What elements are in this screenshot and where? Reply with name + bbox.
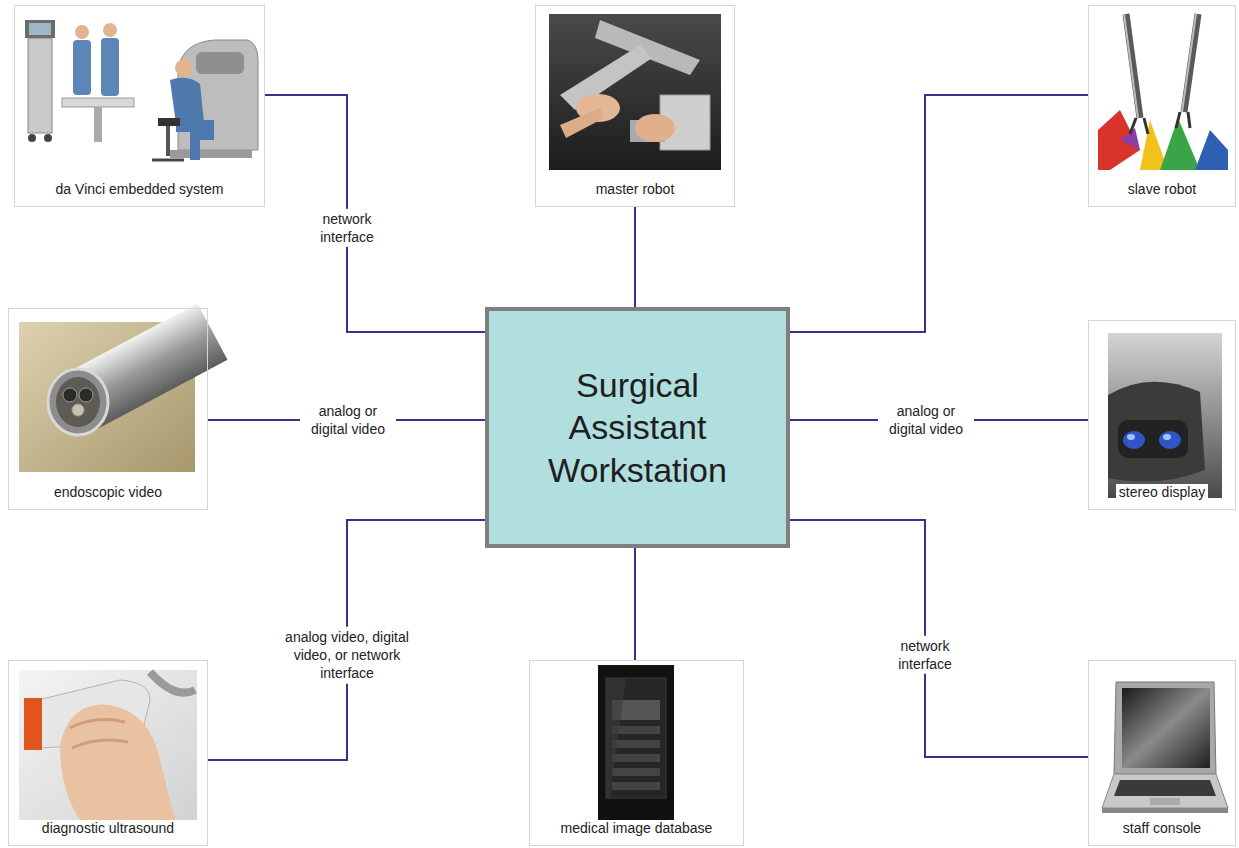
device-box: diagnostic ultrasound	[8, 660, 208, 846]
connector-line	[634, 548, 636, 660]
connector-label: network interface	[309, 209, 385, 247]
device-caption: da Vinci embedded system	[53, 181, 227, 197]
server-rack-illustration	[598, 665, 674, 820]
device-box: stereo display	[1088, 320, 1236, 510]
connector-line	[208, 520, 485, 760]
laptop-illustration	[1102, 682, 1228, 813]
ultrasound-illustration	[19, 670, 197, 820]
device-caption: diagnostic ultrasound	[39, 820, 177, 836]
connector-label: network interface	[887, 636, 963, 674]
master-robot-illustration	[549, 14, 721, 170]
device-caption: stereo display	[1116, 484, 1208, 500]
device-box: medical image database	[529, 660, 744, 846]
device-caption: staff console	[1120, 820, 1204, 836]
davinci-illustration	[25, 20, 258, 160]
stereo-display-illustration	[1108, 333, 1222, 498]
connector-line	[790, 95, 1088, 332]
device-caption: master robot	[593, 181, 678, 197]
connector-line	[634, 207, 636, 307]
device-box: staff console	[1088, 660, 1236, 846]
connector-line	[790, 520, 1088, 757]
connector-label: analog or digital video	[300, 401, 396, 439]
device-caption: medical image database	[558, 820, 716, 836]
system-box: da Vinci embedded system	[14, 5, 265, 207]
slave-robot-illustration	[1098, 14, 1228, 170]
connector-label: analog or digital video	[878, 401, 974, 439]
device-box: slave robot	[1088, 5, 1236, 207]
endoscope-illustration	[19, 303, 227, 472]
device-caption: slave robot	[1125, 181, 1199, 197]
connector-line	[265, 95, 485, 332]
device-caption: endoscopic video	[51, 484, 165, 500]
workstation-title: Surgical Assistant Workstation	[530, 364, 745, 490]
device-box: master robot	[535, 5, 735, 207]
device-box: endoscopic video	[8, 308, 208, 510]
workstation-box: Surgical Assistant Workstation	[485, 307, 790, 548]
connector-label: analog video, digital video, or network …	[282, 627, 413, 684]
